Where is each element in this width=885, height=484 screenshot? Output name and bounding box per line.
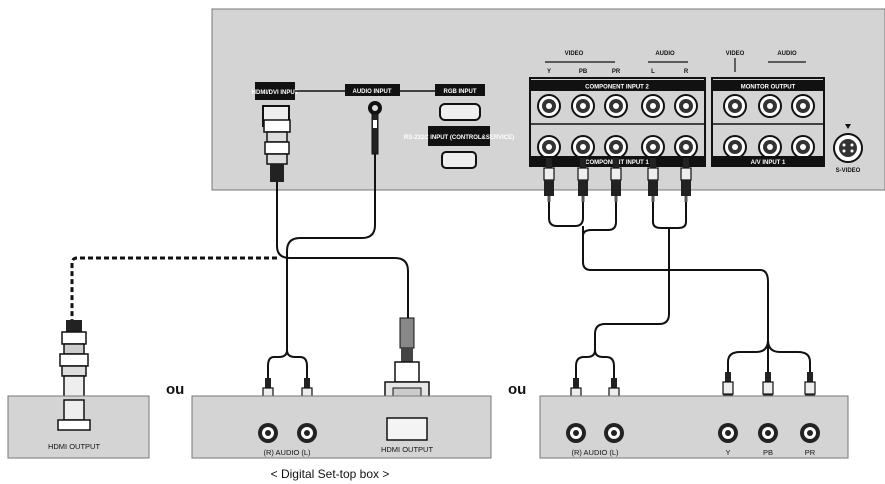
av-input-1-label: A/V INPUT 1 (751, 160, 786, 166)
audio-input-label: AUDIO INPUT (353, 89, 392, 95)
hdmi-cable-main (276, 182, 409, 318)
caption: < Digital Set-top box > (271, 467, 390, 481)
device-3-box (539, 395, 849, 459)
rs232c-label: RS-232C INPUT (CONTROL&SERVICE) (404, 135, 514, 141)
device-3-pb-label: PB (763, 448, 773, 457)
audio-cable-main (286, 154, 376, 312)
device-3-pr-label: PR (805, 448, 816, 457)
monitor-video-label: VIDEO (726, 51, 745, 57)
monitor-audio-label: AUDIO (777, 51, 797, 57)
device-3-audio-label: (R) AUDIO (L) (571, 448, 619, 457)
device-2-box (191, 395, 492, 459)
rs232c-port (441, 151, 477, 169)
rgb-input-port (439, 103, 481, 121)
rs232c-label-box (428, 126, 490, 146)
s-video-label: S-VIDEO (836, 168, 861, 174)
device-2-hdmi-label: HDMI OUTPUT (381, 445, 433, 454)
rgb-input-label-box (435, 84, 485, 96)
hdmi-panel-plug (263, 119, 291, 182)
hdmi-cable-dashed (70, 256, 277, 320)
hdmi-input-label: HDMI/DVI INPUT (252, 90, 299, 96)
component-input-2-label: COMPONENT INPUT 2 (585, 85, 649, 91)
video-bundle-cable (582, 226, 769, 340)
hdmi-input-label-box (255, 82, 295, 100)
monitor-output-label: MONITOR OUTPUT (741, 85, 796, 91)
or-word-1: ou (166, 381, 184, 398)
video-sub-y: Y (547, 69, 551, 75)
hdmi-device-plug (59, 320, 89, 401)
or-word-2: ou (508, 381, 526, 398)
audio-input-label-box (345, 84, 400, 96)
audio-sub-l: L (651, 69, 655, 75)
device-1-label: HDMI OUTPUT (48, 442, 100, 451)
rgb-input-label: RGB INPUT (444, 89, 477, 95)
video-label: VIDEO (565, 51, 584, 57)
device-3-y-label: Y (725, 448, 730, 457)
device-2-audio-label: (R) AUDIO (L) (263, 448, 311, 457)
audio-bundle-cable (594, 228, 670, 350)
audio-sub-r: R (684, 69, 689, 75)
video-sub-pr: PR (612, 69, 621, 75)
video-sub-pb: PB (579, 69, 588, 75)
audio-label: AUDIO (655, 51, 675, 57)
